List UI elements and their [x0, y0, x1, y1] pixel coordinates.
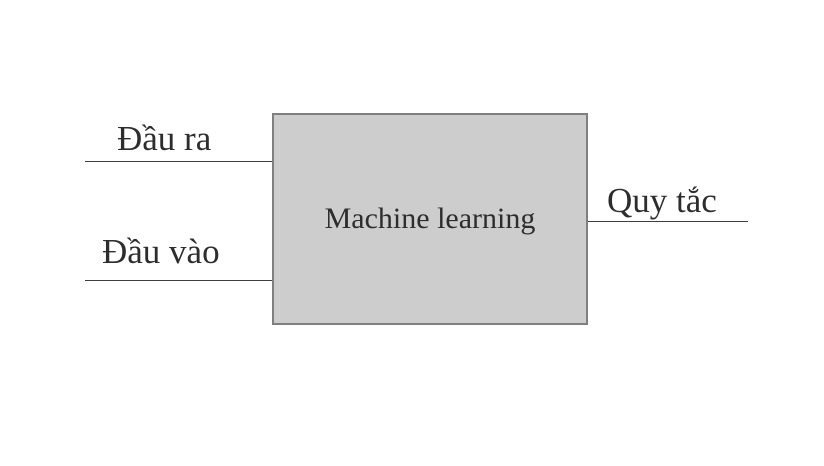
connector-line-input: [85, 280, 272, 281]
edge-label-input: Đầu vào: [102, 232, 220, 271]
connector-line-output: [85, 161, 272, 162]
edge-label-rule: Quy tắc: [607, 181, 717, 220]
machine-learning-box: Machine learning: [272, 113, 588, 325]
edge-label-output: Đầu ra: [117, 119, 212, 158]
connector-line-rule: [588, 221, 748, 222]
machine-learning-box-label: Machine learning: [324, 202, 536, 235]
